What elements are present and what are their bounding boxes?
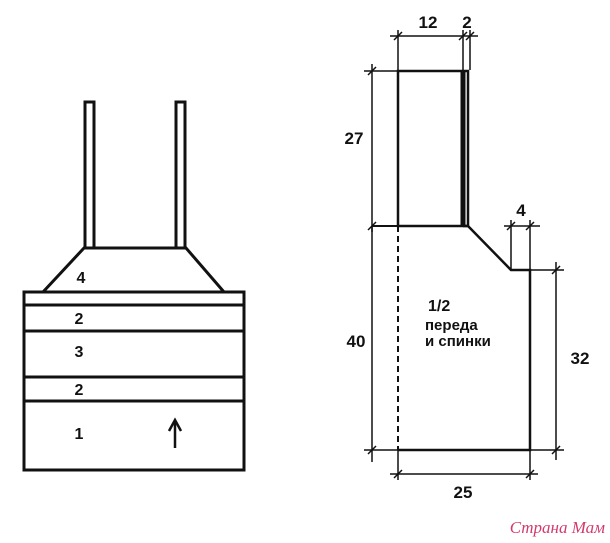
dim-slash: [525, 469, 535, 479]
label-line-1: 1/2: [428, 298, 450, 315]
watermark-text: Страна Мам: [510, 518, 605, 537]
pattern-piece-label: 1/2 переда и спинки: [425, 298, 491, 350]
dim-label-40: 40: [347, 332, 366, 351]
dim-slash: [525, 221, 535, 231]
body-pattern-outline: [398, 224, 532, 452]
dim-label-2: 2: [462, 13, 471, 32]
stripe-labels: 4 2 3 2 1: [75, 270, 86, 443]
dim-slash: [506, 221, 516, 231]
dim-label-32: 32: [571, 349, 590, 368]
dim-slash: [367, 66, 377, 76]
dimension-lines: [364, 30, 564, 480]
yoke-outline: [24, 246, 244, 294]
stripe-label-2-lower: 2: [75, 382, 84, 399]
dim-slash: [458, 31, 468, 41]
dim-slash: [551, 445, 561, 455]
right-pattern-figure: [372, 69, 532, 452]
dim-label-27: 27: [345, 129, 364, 148]
dim-slash: [367, 445, 377, 455]
strap-piece: [396, 69, 470, 228]
stripe-label-1: 1: [75, 426, 84, 443]
dim-slash: [393, 31, 403, 41]
stripe-label-2-upper: 2: [75, 311, 84, 328]
dim-label-12: 12: [419, 13, 438, 32]
dim-slash: [465, 31, 475, 41]
dim-label-4: 4: [516, 201, 526, 220]
label-line-3: и спинки: [425, 333, 491, 350]
dimension-labels: 12 2 27 4 40 32 25: [345, 13, 590, 502]
right-strap: [174, 100, 187, 250]
dim-label-25: 25: [454, 483, 473, 502]
dim-slash: [551, 265, 561, 275]
left-garment-figure: [22, 100, 246, 472]
stripe-label-3: 3: [75, 344, 84, 361]
up-arrow-head: [167, 417, 183, 432]
left-strap: [83, 100, 96, 250]
body-outline: [22, 290, 246, 472]
label-line-2: переда: [425, 317, 478, 334]
dim-slash: [393, 469, 403, 479]
stripe-label-4: 4: [77, 270, 86, 287]
